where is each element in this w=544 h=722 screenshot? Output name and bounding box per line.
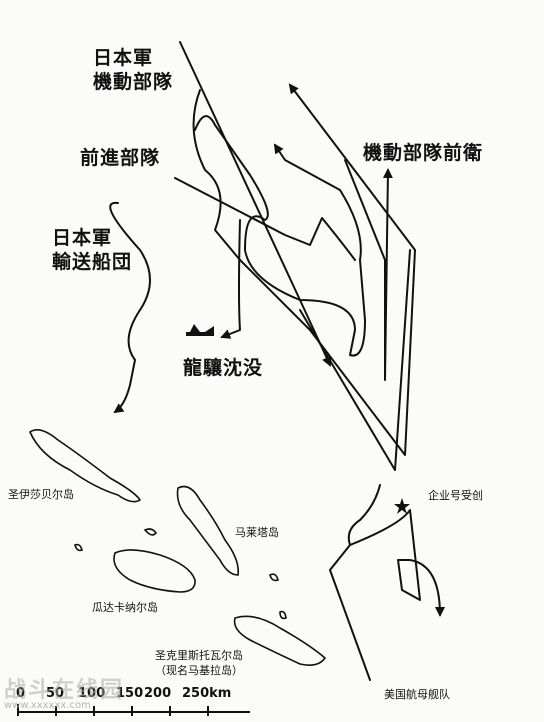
- ryujo-track: [220, 219, 241, 339]
- small-island-3: [279, 610, 287, 620]
- malaita-island: [176, 485, 240, 576]
- vanguard-label: 機動部隊前衛: [363, 142, 484, 164]
- vanguard-track-2: [299, 249, 411, 471]
- small-island-2: [269, 573, 279, 582]
- vanguard-track: [344, 159, 393, 381]
- guadalcanal-island: [113, 549, 196, 593]
- san-cristobal-island: [233, 615, 327, 666]
- santa-isabel-label: 圣伊莎贝尔岛: [8, 488, 74, 501]
- enterprise-damaged-label: 企业号受创: [428, 489, 483, 502]
- advance-force-track: [174, 177, 356, 261]
- damage-star-icon: [394, 498, 410, 514]
- advance-force-label: 前進部隊: [80, 147, 161, 169]
- long-diagonal-track: [192, 83, 416, 456]
- san-cristobal-label: 圣克里斯托瓦尔岛 （现名马基拉岛）: [155, 649, 243, 677]
- transport-track: [109, 201, 151, 414]
- santa-isabel-island: [29, 429, 142, 503]
- watermark: 战斗在线园: [4, 678, 125, 703]
- small-island-1: [143, 528, 157, 536]
- scale-tick-50: 50: [46, 686, 65, 701]
- sunk-ship-icon: [186, 324, 214, 336]
- loop-track: [194, 115, 366, 357]
- scale-tick-150: 150: [116, 686, 144, 701]
- scale-tick-200: 200: [144, 686, 172, 701]
- ryujo-sunk-label: 龍驤沈没: [183, 357, 264, 379]
- malaita-label: 马莱塔岛: [235, 526, 279, 539]
- small-island-4: [74, 543, 83, 552]
- jp-carrier-force-label: 日本軍 機動部隊: [93, 47, 174, 93]
- jp-carrier-track: [179, 41, 332, 367]
- scale-tick-250: 250km: [182, 686, 232, 701]
- us-carrier-force-label: 美国航母舰队: [384, 688, 450, 701]
- scale-bar: [17, 704, 250, 716]
- scale-tick-100: 100: [78, 686, 106, 701]
- us-carrier-track: [329, 484, 440, 681]
- scale-tick-0: 0: [16, 686, 26, 701]
- watermark-url: www.xxxxxx.com: [4, 700, 91, 711]
- jp-transport-label: 日本軍 輸送船団: [52, 227, 133, 273]
- guadalcanal-label: 瓜达卡纳尔岛: [92, 601, 158, 614]
